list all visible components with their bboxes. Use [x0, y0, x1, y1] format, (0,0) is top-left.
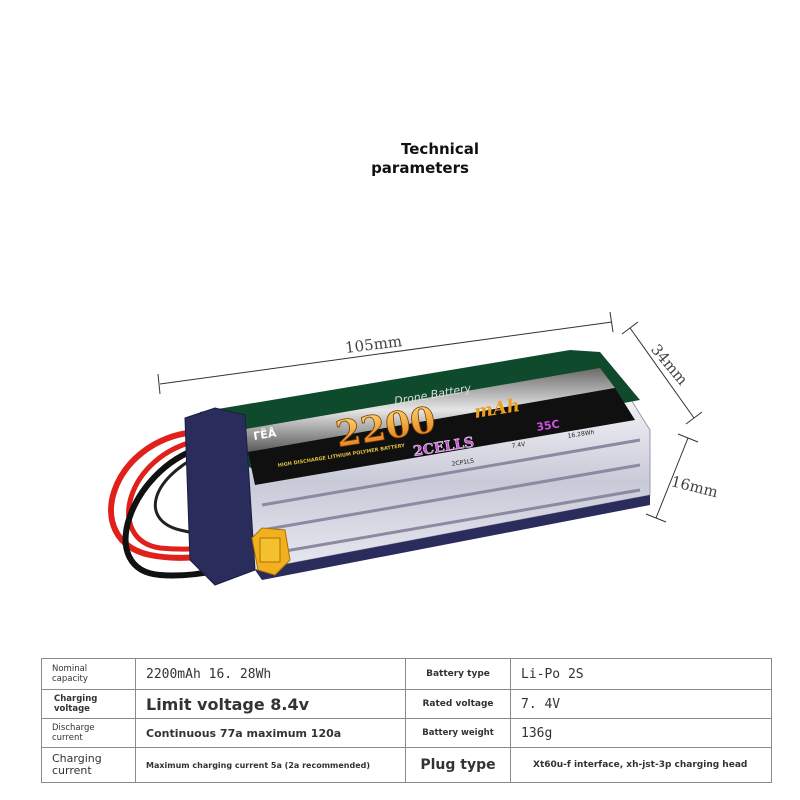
- spec-value: Xt60u-f interface, xh-jst-3p charging he…: [510, 747, 772, 783]
- spec-label: Charging voltage: [41, 689, 136, 719]
- width-label: 34mm: [647, 341, 691, 389]
- table-row: Charging voltage Limit voltage 8.4v Rate…: [41, 689, 772, 719]
- spec-label: Battery type: [405, 658, 511, 690]
- xt60-connector: [251, 527, 291, 576]
- spec-table: Nominal capacity 2200mAh 16. 28Wh Batter…: [41, 658, 772, 783]
- c-rating: 35C: [535, 417, 560, 433]
- spec-value: Continuous 77a maximum 120a: [135, 718, 406, 748]
- height-label: 16mm: [669, 472, 719, 501]
- table-row: Discharge current Continuous 77a maximum…: [41, 718, 772, 748]
- table-row: Nominal capacity 2200mAh 16. 28Wh Batter…: [41, 658, 772, 690]
- brand-logo: ГЁÅ: [252, 425, 277, 443]
- spec-value: 2200mAh 16. 28Wh: [135, 658, 406, 690]
- spec-label: Nominal capacity: [41, 658, 136, 690]
- length-label: 105mm: [344, 332, 403, 357]
- title-line-2: parameters: [371, 159, 469, 177]
- energy-badge: 16.28Wh: [567, 429, 595, 440]
- spec-value: Limit voltage 8.4v: [135, 689, 406, 719]
- dimension-height: 16mm: [645, 433, 720, 523]
- spec-value: Li-Po 2S: [510, 658, 772, 690]
- spec-label: Plug type: [405, 747, 511, 783]
- spec-value: 136g: [510, 718, 772, 748]
- spec-label: Battery weight: [405, 718, 511, 748]
- config-badge: 2CP1LS: [451, 457, 475, 467]
- spec-label: Rated voltage: [405, 689, 511, 719]
- title-line-1: Technical: [401, 140, 479, 158]
- spec-value: 7. 4V: [510, 689, 772, 719]
- battery-body: [184, 350, 651, 586]
- spec-value: Maximum charging current 5a (2a recommen…: [135, 747, 406, 783]
- voltage-badge: 7.4V: [511, 441, 526, 450]
- battery-illustration: 105mm 34mm 16mm ГЁÅ Drone Battery 2200: [108, 311, 720, 586]
- spec-label: Discharge current: [41, 718, 136, 748]
- page-title: Technical parameters: [360, 140, 520, 178]
- table-row: Charging current Maximum charging curren…: [41, 747, 772, 783]
- spec-label: Charging current: [41, 747, 136, 783]
